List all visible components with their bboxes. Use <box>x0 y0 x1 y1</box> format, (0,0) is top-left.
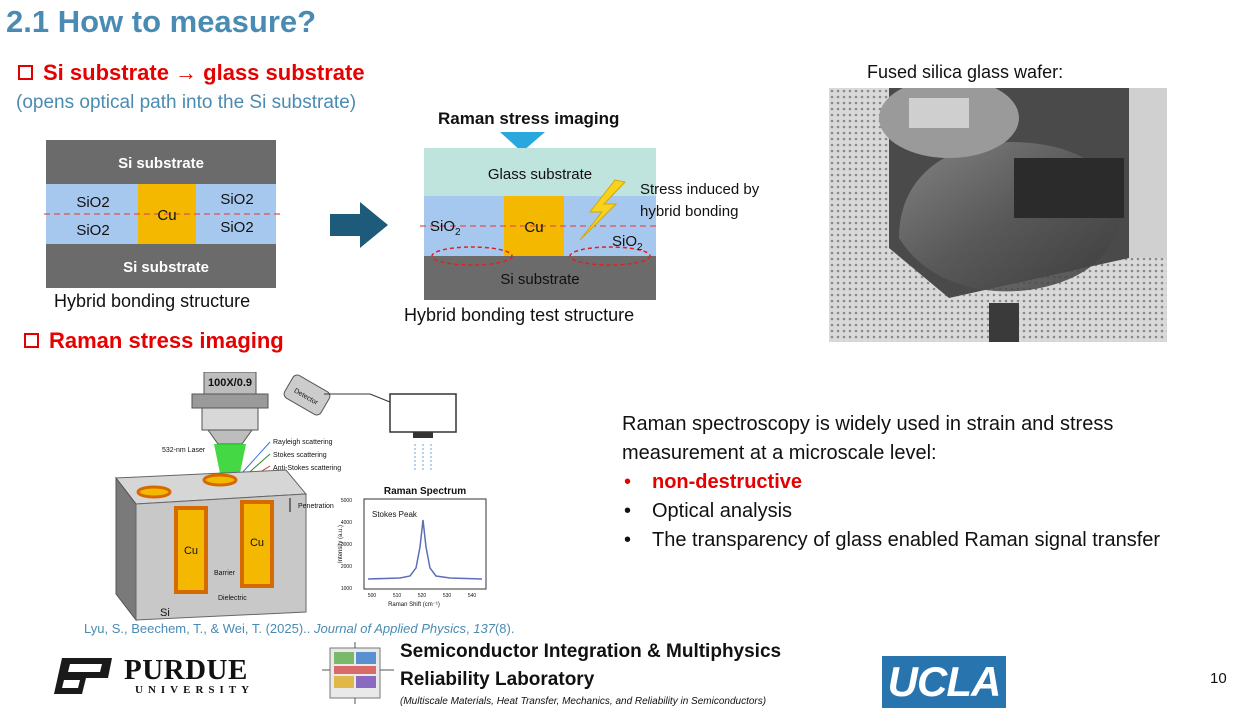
bullet-item: • The transparency of glass enabled Rama… <box>622 526 1242 555</box>
section1-subheading: (opens optical path into the Si substrat… <box>16 92 357 113</box>
xtick-500: 500 <box>368 593 377 599</box>
spectrum-ylabel: Intensity (a.u.) <box>338 525 344 563</box>
spectrum-xlabel: Raman Shift (cm⁻¹) <box>388 602 440 608</box>
cu1-label: Cu <box>184 545 198 557</box>
checkbox-square-icon <box>18 64 33 80</box>
test-cu-label: Cu <box>524 219 543 236</box>
citation-volume: 137 <box>473 621 495 636</box>
ytick-3000: 3000 <box>341 542 352 548</box>
hybrid-bonding-structure-diagram: Si substrate Si substrate SiO2 SiO2 SiO2… <box>44 140 280 288</box>
intro-line1: Raman spectroscopy is widely used in str… <box>622 413 1114 435</box>
section1-heading-row: Si substrate → glass substrate <box>18 60 365 86</box>
antistokes-label: Anti-Stokes scattering <box>273 465 341 472</box>
right-arrow-icon <box>330 202 388 248</box>
si-substrate-bottom-label: Si substrate <box>123 259 209 276</box>
xtick-530: 530 <box>443 593 452 599</box>
stress-induced-line2: hybrid bonding <box>640 203 738 220</box>
sio2-top-left: SiO2 <box>76 194 109 211</box>
dielectric-label: Dielectric <box>218 595 247 602</box>
stress-induced-line1: Stress induced by <box>640 181 760 198</box>
section1-heading: Si substrate → glass substrate <box>43 60 365 85</box>
laser-label: 532-nm Laser <box>162 447 206 454</box>
sio2-right-main: SiO <box>612 233 637 250</box>
section2-heading-row: Raman stress imaging <box>24 328 284 354</box>
bullet-text: The transparency of glass enabled Raman … <box>652 529 1161 551</box>
purdue-wordmark: PURDUE <box>124 654 248 686</box>
hybrid-bonding-test-structure-caption: Hybrid bonding test structure <box>404 305 635 325</box>
bullet-dot: • <box>624 500 632 522</box>
lab-name-line1: Semiconductor Integration & Multiphysics <box>400 641 782 662</box>
objective-label: 100X/0.9 <box>208 377 252 389</box>
ytick-2000: 2000 <box>341 564 352 570</box>
test-sio2-left: SiO2 <box>430 218 461 238</box>
si-substrate-top-label: Si substrate <box>118 155 204 172</box>
citation-journal: Journal of Applied Physics <box>314 621 467 636</box>
fused-silica-wafer-photo <box>829 88 1167 342</box>
ucla-logo: UCLA <box>882 656 1006 708</box>
citation-issue: (8). <box>494 621 515 636</box>
purdue-university: UNIVERSITY <box>135 684 255 696</box>
stokes-peak-label: Stokes Peak <box>372 510 418 519</box>
intro-line2: measurement at a microscale level: <box>622 442 937 464</box>
sio2-bottom-left: SiO2 <box>76 222 109 239</box>
purdue-p-logo-icon <box>54 658 112 694</box>
sio2-bottom-right: SiO2 <box>220 219 253 236</box>
hybrid-bonding-test-structure-diagram: Glass substrate Cu Si substrate SiO2 SiO… <box>420 132 760 300</box>
raman-stress-imaging-figure: 100X/0.9 532-nm Laser Rayleigh scatterin… <box>115 372 487 622</box>
barrier-label: Barrier <box>214 570 236 577</box>
test-sio2-right: SiO2 <box>612 233 643 253</box>
lab-name-line3: (Multiscale Materials, Heat Transfer, Me… <box>400 696 767 707</box>
bullet-item: • Optical analysis <box>622 497 1242 526</box>
sio2-top-right: SiO2 <box>220 191 253 208</box>
bullet-item: • non-destructive <box>622 468 1242 497</box>
slide-title: 2.1 How to measure? <box>6 4 317 39</box>
cu2-label: Cu <box>250 537 264 549</box>
ytick-5000: 5000 <box>341 498 352 504</box>
raman-peak-curve <box>367 519 483 580</box>
cu-label: Cu <box>157 207 176 224</box>
si-block-label: Si <box>160 607 170 619</box>
xtick-540: 540 <box>468 593 477 599</box>
citation: Lyu, S., Beechem, T., & Wei, T. (2025)..… <box>84 621 515 636</box>
ytick-1000: 1000 <box>341 586 352 592</box>
section2-heading: Raman stress imaging <box>49 328 284 353</box>
lab-name-line2: Reliability Laboratory <box>400 669 595 690</box>
stokes-label: Stokes scattering <box>273 452 327 459</box>
checkbox-square-icon <box>24 332 39 348</box>
spectrum-title: Raman Spectrum <box>384 486 466 497</box>
xtick-520: 520 <box>418 593 427 599</box>
bullet-dot: • <box>624 529 632 551</box>
sio2-right-subscript: 2 <box>637 242 643 253</box>
xtick-510: 510 <box>393 593 402 599</box>
page-number: 10 <box>1210 670 1227 687</box>
ytick-4000: 4000 <box>341 520 352 526</box>
penetration-label: Penetration <box>298 503 334 510</box>
test-si-substrate-label: Si substrate <box>500 271 579 288</box>
bullet-text: Optical analysis <box>652 500 793 522</box>
sio2-left-subscript: 2 <box>455 227 461 238</box>
sio2-left-main: SiO <box>430 218 455 235</box>
raman-description: Raman spectroscopy is widely used in str… <box>622 410 1242 555</box>
hybrid-bonding-structure-caption: Hybrid bonding structure <box>54 291 251 311</box>
bullet-dot: • <box>624 471 632 493</box>
rayleigh-label: Rayleigh scattering <box>273 439 333 446</box>
citation-authors: Lyu, S., Beechem, T., & Wei, T. (2025).. <box>84 621 315 636</box>
raman-stress-imaging-header: Raman stress imaging <box>438 109 620 128</box>
bullet-text: non-destructive <box>652 471 803 493</box>
wafer-caption: Fused silica glass wafer: <box>867 62 1064 82</box>
glass-substrate-label: Glass substrate <box>488 166 592 183</box>
lab-logo-icon <box>322 642 394 704</box>
